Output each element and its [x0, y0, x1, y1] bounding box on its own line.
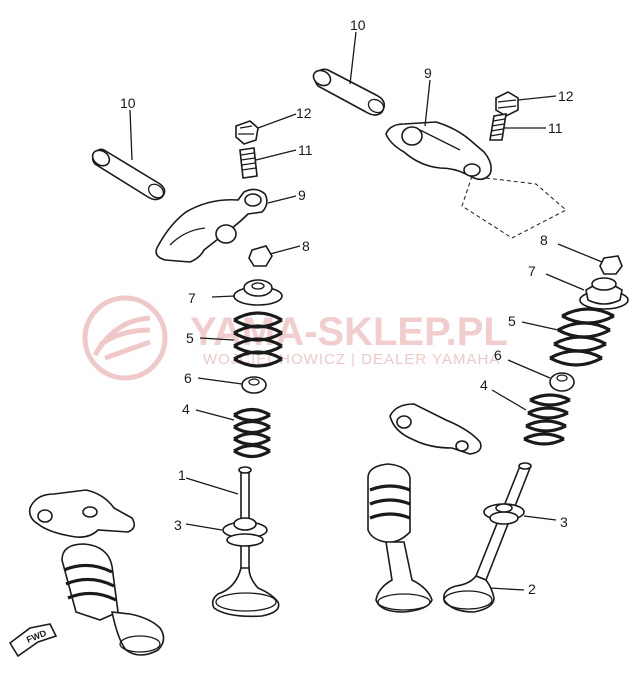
callout-1: 1 — [178, 467, 186, 483]
rocker-shaft-right — [312, 68, 386, 116]
callout-2: 2 — [528, 581, 536, 597]
leader-4-left — [195, 409, 235, 421]
leader-8-left — [269, 245, 301, 255]
leader-12-left — [257, 113, 297, 129]
callout-9-left: 9 — [298, 187, 306, 203]
spring-seat-left — [241, 376, 267, 394]
leader-12-right — [517, 95, 557, 101]
leader-5-right — [521, 321, 559, 331]
leader-8-right — [557, 243, 603, 263]
leader-6-right — [507, 359, 551, 379]
leader-9-left — [267, 195, 297, 204]
locknut-left — [235, 120, 259, 145]
watermark: YAMA-SKLEP.PL WOJCIECHOWICZ | DEALER YAM… — [82, 295, 508, 381]
callout-labels: 10 12 11 9 8 7 5 6 4 1 3 10 9 12 11 8 7 … — [120, 17, 574, 597]
leader-3-left — [185, 523, 223, 531]
valve-cotter-right — [599, 255, 623, 275]
spring-retainer-right — [579, 277, 629, 310]
callout-5-right: 5 — [508, 313, 516, 329]
assembly-view-right — [367, 403, 482, 613]
leader-7-left — [211, 295, 236, 298]
spring-retainer-left — [233, 279, 283, 306]
callout-6-right: 6 — [494, 347, 502, 363]
callout-4-right: 4 — [480, 377, 488, 393]
rocker-arm-left — [155, 188, 268, 263]
inner-spring-right — [523, 393, 571, 446]
valve-oil-seal-right — [483, 503, 525, 525]
callout-5-left: 5 — [186, 330, 194, 346]
leader-7-right — [545, 273, 585, 291]
callout-6-left: 6 — [184, 370, 192, 386]
leader-6-left — [197, 377, 243, 385]
callout-10-left: 10 — [120, 95, 136, 111]
assembly-view-left — [28, 489, 165, 656]
leader-9-right — [424, 79, 431, 127]
watermark-logo — [82, 295, 168, 381]
callout-7-left: 7 — [188, 290, 196, 306]
callout-7-right: 7 — [528, 263, 536, 279]
valve-cotter-left — [248, 245, 273, 267]
adjusting-screw-left — [239, 147, 258, 179]
valve-oil-seal-left — [222, 517, 268, 547]
callout-3-right: 3 — [560, 514, 568, 530]
callout-8-right: 8 — [540, 232, 548, 248]
callout-9-right: 9 — [424, 65, 432, 81]
spring-seat-right — [549, 372, 575, 392]
callout-10-right: 10 — [350, 17, 366, 33]
leader-2 — [489, 587, 525, 591]
leader-3-right — [523, 515, 557, 521]
callout-11-left: 11 — [298, 142, 313, 158]
callout-3-left: 3 — [174, 517, 182, 533]
leader-4-right — [491, 389, 527, 411]
outer-spring-right — [549, 307, 615, 367]
adjusting-screw-right — [489, 113, 507, 141]
assembly-guide-lines — [461, 175, 567, 239]
callout-12-right: 12 — [558, 88, 574, 104]
inner-spring-left — [233, 407, 271, 459]
leader-10-right — [349, 31, 357, 85]
callout-4-left: 4 — [182, 401, 190, 417]
locknut-right — [495, 91, 519, 117]
leader-10-left — [129, 109, 133, 161]
leader-1 — [185, 477, 239, 495]
leader-11-left — [255, 149, 297, 161]
leader-5-left — [199, 337, 235, 341]
callout-12-left: 12 — [296, 105, 312, 121]
rocker-arm-right — [385, 121, 492, 181]
callout-8-left: 8 — [302, 238, 310, 254]
outer-spring-left — [233, 311, 283, 368]
callout-11-right: 11 — [548, 120, 563, 136]
rocker-shaft-left — [91, 148, 166, 201]
fwd-arrow-icon: FWD — [8, 623, 58, 658]
